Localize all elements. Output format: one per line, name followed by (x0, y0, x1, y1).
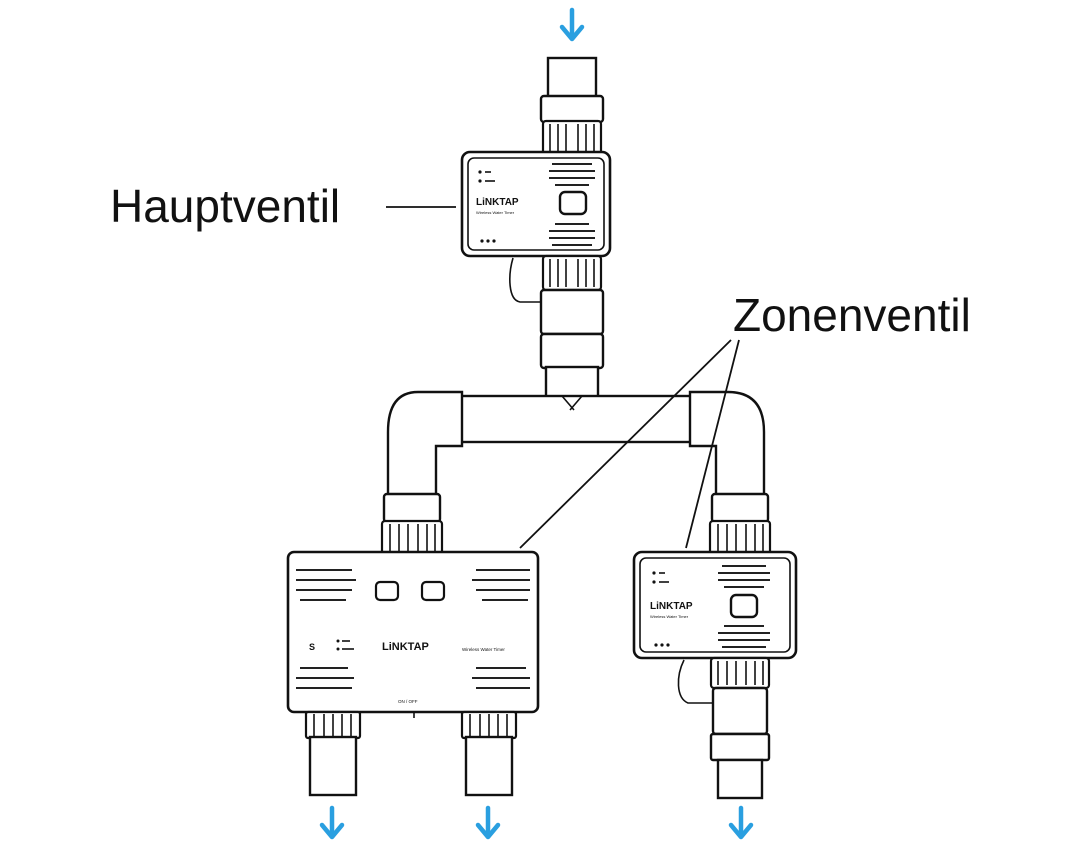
main-valve-label: Hauptventil (110, 180, 341, 232)
right-branch-pipe (708, 492, 772, 557)
arrow-down-icon (728, 805, 754, 840)
main-valve-brand: LiNKTAP (476, 197, 519, 208)
zone-valve-single-device: LiNKTAP Wireless Water Timer (632, 550, 798, 660)
zone-single-brand: LiNKTAP (650, 601, 693, 612)
zone-dual-outlet-2 (460, 710, 518, 797)
zone-dual-switch-label: ON / OFF (398, 699, 418, 704)
zone-dual-model: Wireless Water Timer (462, 647, 505, 652)
zone-dual-button-2 (420, 580, 446, 602)
zone-single-model: Wireless Water Timer (650, 614, 689, 619)
zone-dual-button-1 (374, 580, 400, 602)
arrow-down-icon (319, 805, 345, 840)
zone-single-outlet (677, 656, 771, 800)
zone-valve-leader-right (685, 339, 740, 549)
zone-dual-brand: LiNKTAP (382, 641, 429, 653)
main-valve-device: LiNKTAP Wireless Water Timer (460, 150, 612, 258)
manifold-pipe (386, 390, 766, 498)
main-valve-model: Wireless Water Timer (476, 210, 515, 215)
svg-text:S: S (309, 642, 315, 652)
zone-valve-label: Zonenventil (733, 289, 971, 341)
inlet-pipe (539, 56, 605, 157)
zone-single-button (729, 593, 759, 619)
main-outlet-pipe (509, 254, 605, 399)
zone-valve-dual-device: S LiNKTAP Wireless Water Timer ON / OFF (286, 550, 540, 718)
arrow-down-icon (559, 7, 585, 42)
zone-dual-outlet-1 (304, 710, 362, 797)
arrow-down-icon (475, 805, 501, 840)
main-valve-button (558, 190, 588, 216)
left-branch-pipe (380, 492, 444, 557)
zone-valve-leader-left (519, 339, 732, 549)
